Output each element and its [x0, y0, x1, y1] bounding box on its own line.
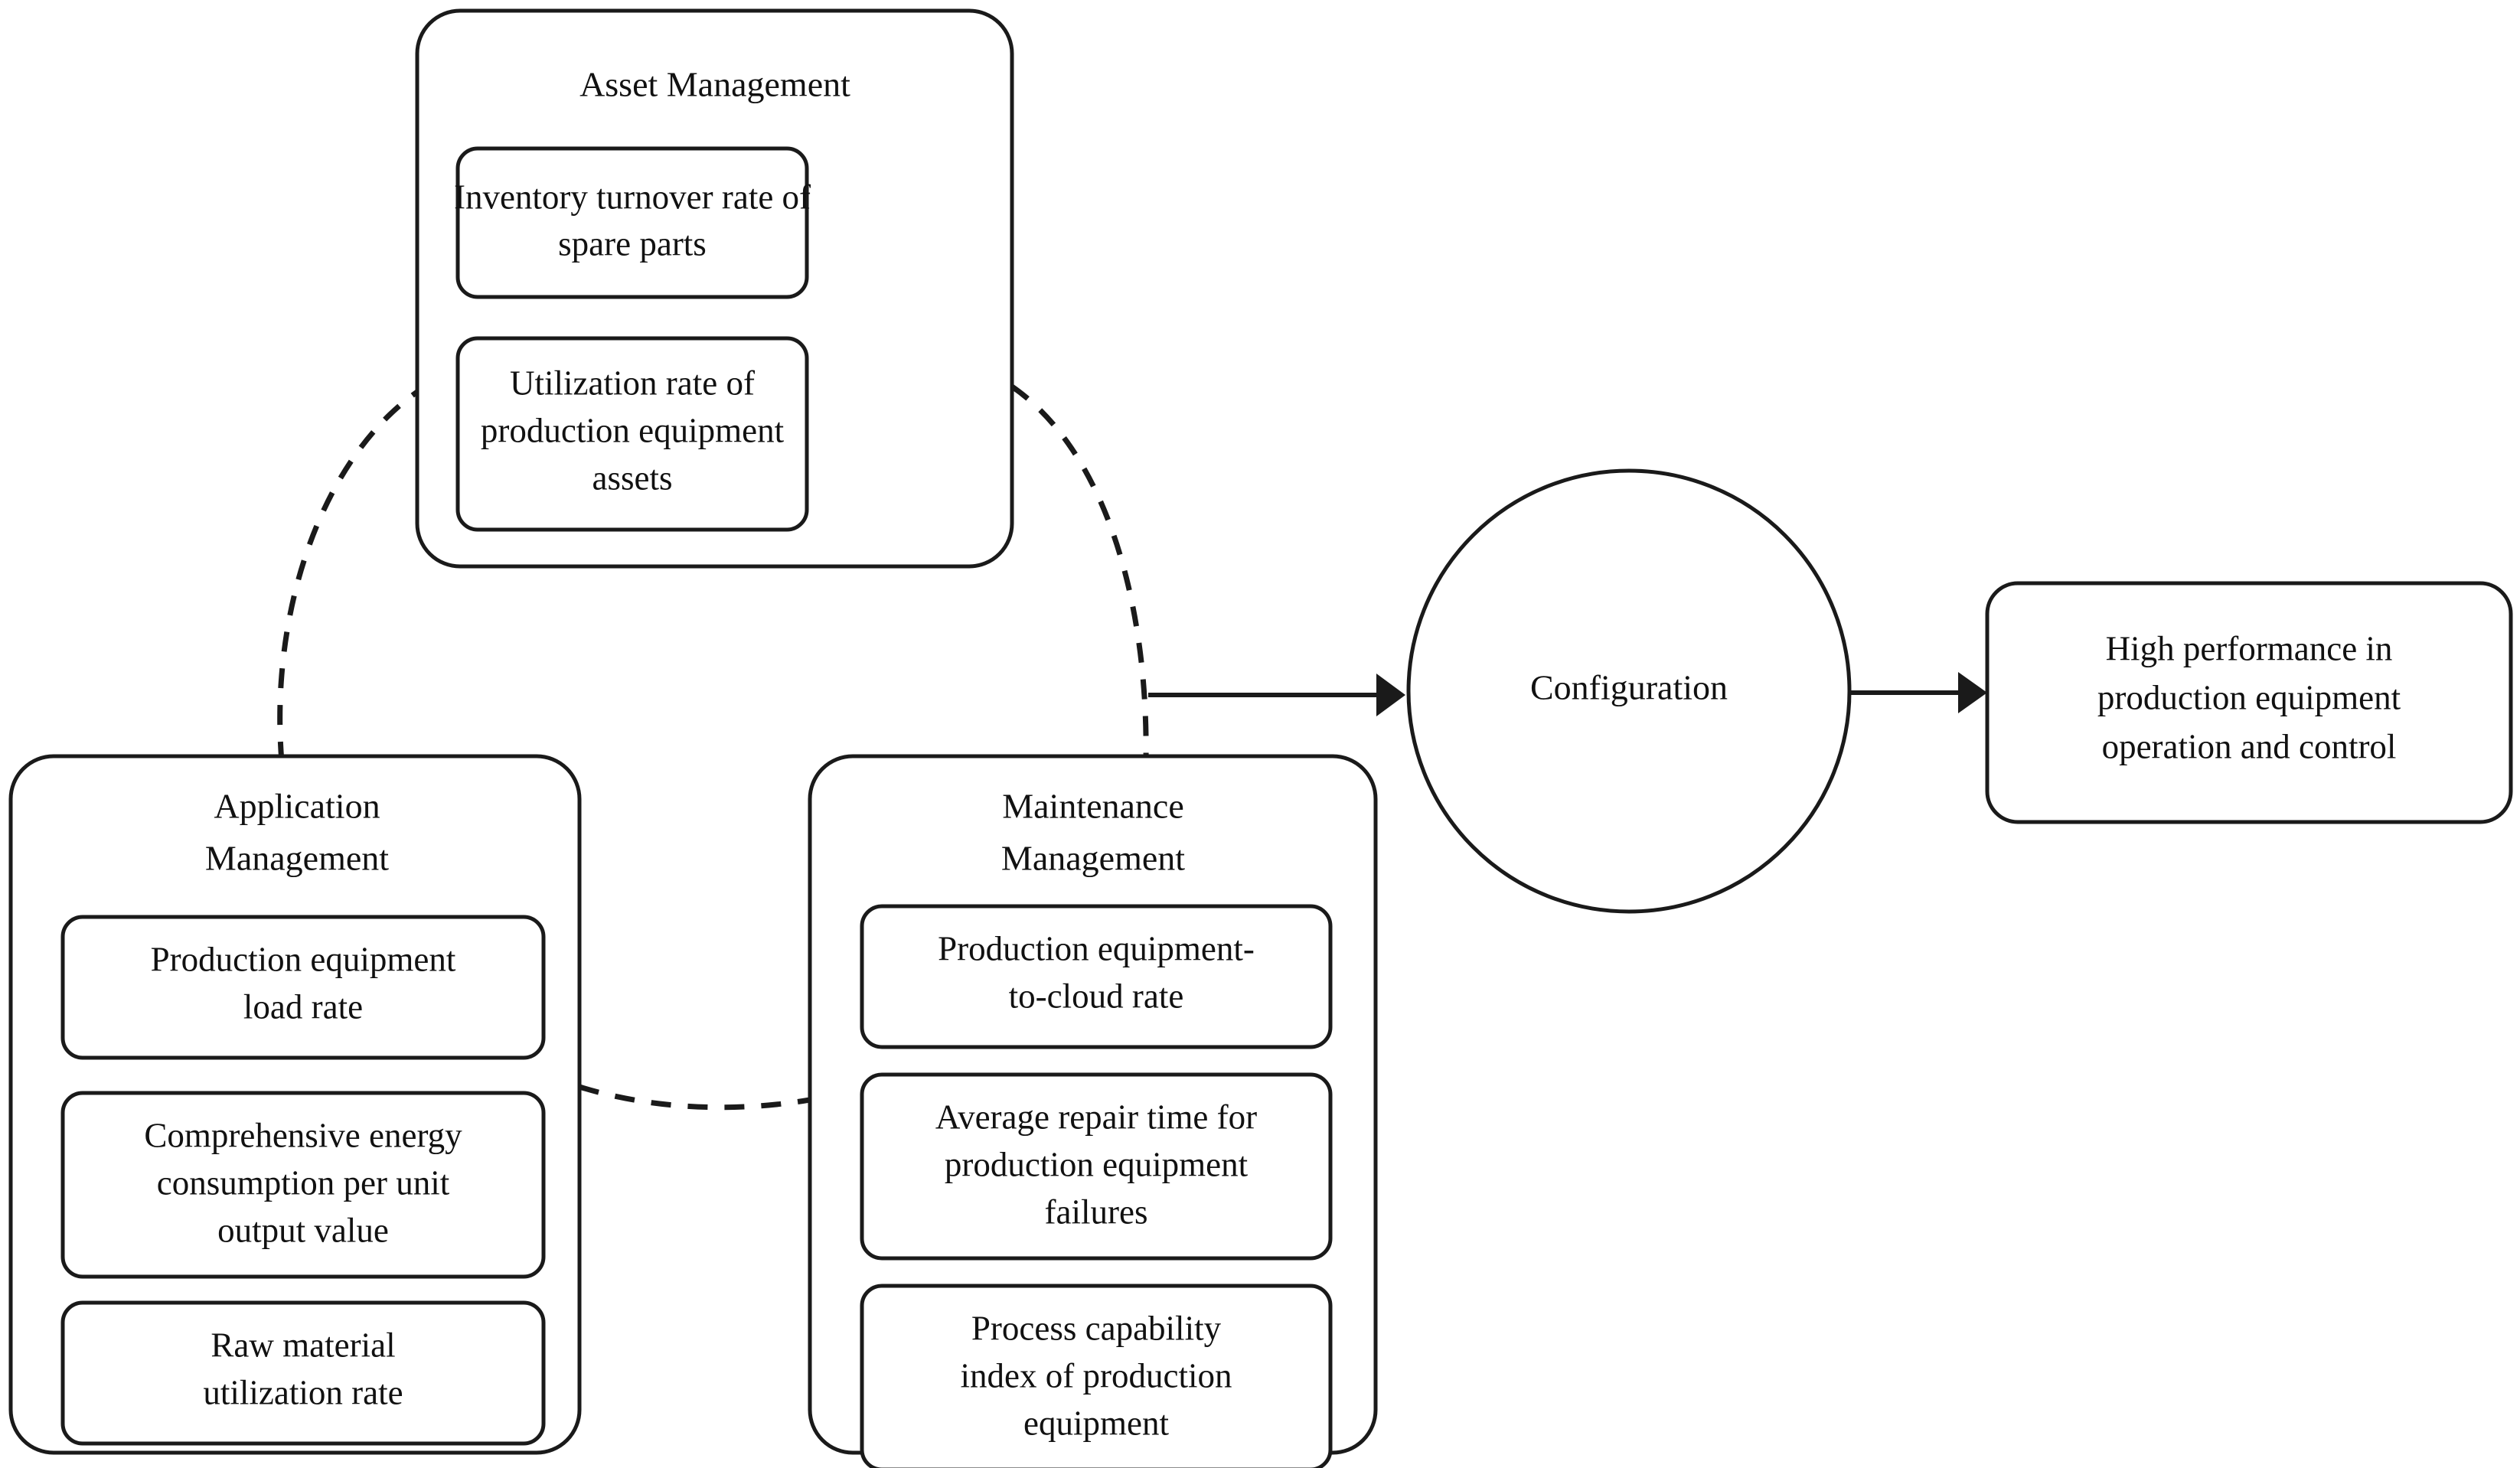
maintenance-item-repair-time-line-3: failures — [1045, 1192, 1148, 1231]
application-item-raw-material-line-2: utilization rate — [203, 1373, 403, 1411]
arrow-groups-to-configuration — [1148, 674, 1405, 716]
maintenance-item-process-capability-box[interactable] — [860, 1284, 1333, 1468]
application-item-energy-consumption-line-3: output value — [217, 1211, 389, 1249]
asset-item-utilization-rate-box[interactable] — [455, 336, 809, 532]
maintenance-management-title-line-2: Management — [1001, 839, 1185, 878]
asset-management-title: Asset Management — [579, 65, 850, 104]
application-item-load-rate-box[interactable] — [60, 915, 546, 1060]
application-management-title-line-1: Application — [214, 787, 380, 826]
asset-item-inventory-turnover-line-2: spare parts — [558, 224, 707, 263]
maintenance-item-process-capability-line-3: equipment — [1023, 1404, 1169, 1442]
asset-item-utilization-rate-line-2: production equipment — [481, 411, 785, 449]
application-item-raw-material-line-1: Raw material — [211, 1326, 395, 1364]
asset-item-utilization-rate-line-3: assets — [592, 458, 673, 497]
application-item-energy-consumption[interactable]: Comprehensive energy consumption per uni… — [60, 1091, 546, 1279]
configuration-node[interactable]: Configuration — [1406, 468, 1852, 914]
group-maintenance-management[interactable]: Maintenance Management Production equipm… — [808, 754, 1378, 1468]
arrow-configuration-to-outcome-head — [1958, 672, 1987, 713]
application-item-load-rate-line-1: Production equipment — [151, 940, 456, 978]
connector-asset-to-maintenance — [1010, 384, 1149, 760]
asset-item-utilization-rate-line-1: Utilization rate of — [510, 364, 755, 402]
asset-item-inventory-turnover-line-1: Inventory turnover rate of — [454, 178, 811, 216]
application-item-energy-consumption-box[interactable] — [60, 1091, 546, 1279]
maintenance-item-repair-time[interactable]: Average repair time for production equip… — [860, 1072, 1333, 1261]
outcome-line-2: production equipment — [2097, 678, 2401, 716]
application-item-raw-material[interactable]: Raw material utilization rate — [60, 1300, 546, 1446]
connector-app-to-asset — [277, 390, 419, 762]
application-management-title-line-2: Management — [205, 839, 389, 878]
asset-item-inventory-turnover-box[interactable] — [455, 146, 809, 299]
maintenance-item-cloud-rate[interactable]: Production equipment- to-cloud rate — [860, 904, 1333, 1049]
maintenance-item-cloud-rate-box[interactable] — [860, 904, 1333, 1049]
asset-item-inventory-turnover[interactable]: Inventory turnover rate of spare parts — [454, 146, 811, 299]
application-item-energy-consumption-line-1: Comprehensive energy — [144, 1116, 462, 1154]
arrow-configuration-to-outcome — [1849, 672, 1987, 713]
outcome-line-1: High performance in — [2106, 629, 2393, 667]
maintenance-item-repair-time-line-1: Average repair time for — [935, 1098, 1257, 1136]
asset-item-utilization-rate[interactable]: Utilization rate of production equipment… — [455, 336, 809, 532]
maintenance-item-process-capability[interactable]: Process capability index of production e… — [860, 1284, 1333, 1468]
application-item-raw-material-box[interactable] — [60, 1300, 546, 1446]
outcome-line-3: operation and control — [2102, 727, 2397, 765]
group-application-management[interactable]: Application Management Production equipm… — [8, 754, 582, 1455]
application-item-energy-consumption-line-2: consumption per unit — [157, 1163, 450, 1202]
outcome-node[interactable]: High performance in production equipment… — [1985, 581, 2513, 824]
configuration-label: Configuration — [1530, 668, 1728, 707]
group-asset-management[interactable]: Asset Management Inventory turnover rate… — [415, 8, 1014, 569]
maintenance-item-process-capability-line-2: index of production — [961, 1356, 1232, 1395]
maintenance-item-process-capability-line-1: Process capability — [971, 1309, 1222, 1347]
outcome-box[interactable] — [1985, 581, 2513, 824]
application-item-load-rate[interactable]: Production equipment load rate — [60, 915, 546, 1060]
connector-app-to-maintenance — [578, 1084, 811, 1111]
maintenance-item-cloud-rate-line-1: Production equipment- — [938, 929, 1255, 967]
application-item-load-rate-line-2: load rate — [243, 987, 363, 1026]
maintenance-management-title-line-1: Maintenance — [1002, 787, 1184, 826]
maintenance-item-repair-time-line-2: production equipment — [945, 1145, 1249, 1183]
arrow-groups-to-configuration-head — [1376, 674, 1405, 716]
maintenance-item-cloud-rate-line-2: to-cloud rate — [1009, 977, 1184, 1015]
maintenance-item-repair-time-box[interactable] — [860, 1072, 1333, 1261]
